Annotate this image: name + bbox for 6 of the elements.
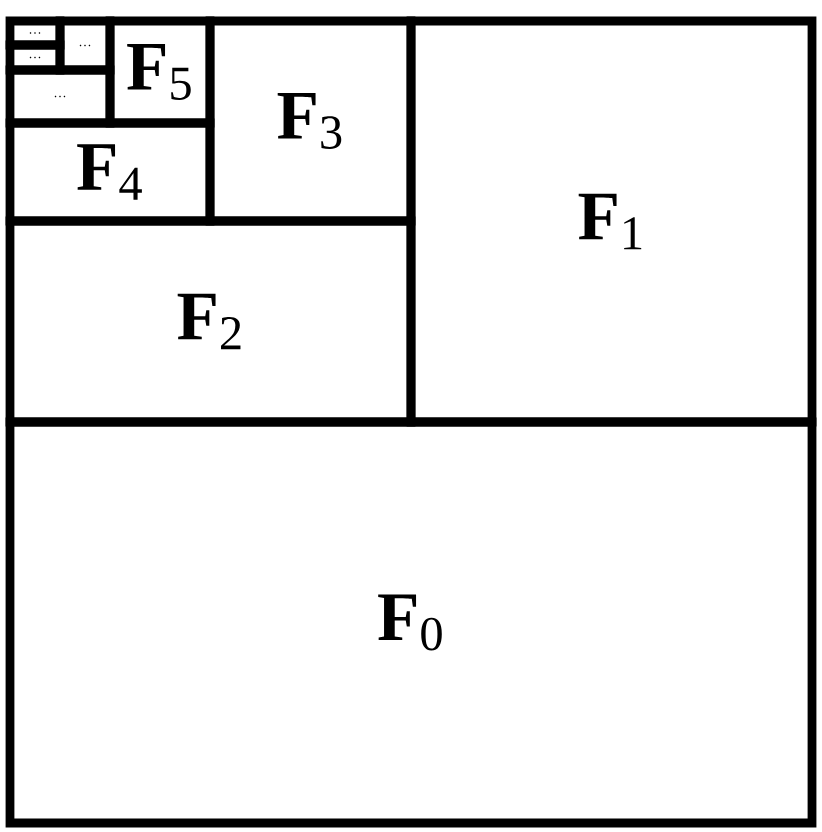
- partition-box: F$_{0}$: [5, 417, 817, 828]
- partition-box: F$_{5}$: [105, 16, 215, 128]
- partition-box: F$_{1}$: [406, 16, 817, 427]
- partition-box: F$_{3}$: [205, 16, 416, 226]
- partition-box: F$_{4}$: [5, 118, 215, 226]
- partition-box: F$_{2}$: [5, 216, 416, 427]
